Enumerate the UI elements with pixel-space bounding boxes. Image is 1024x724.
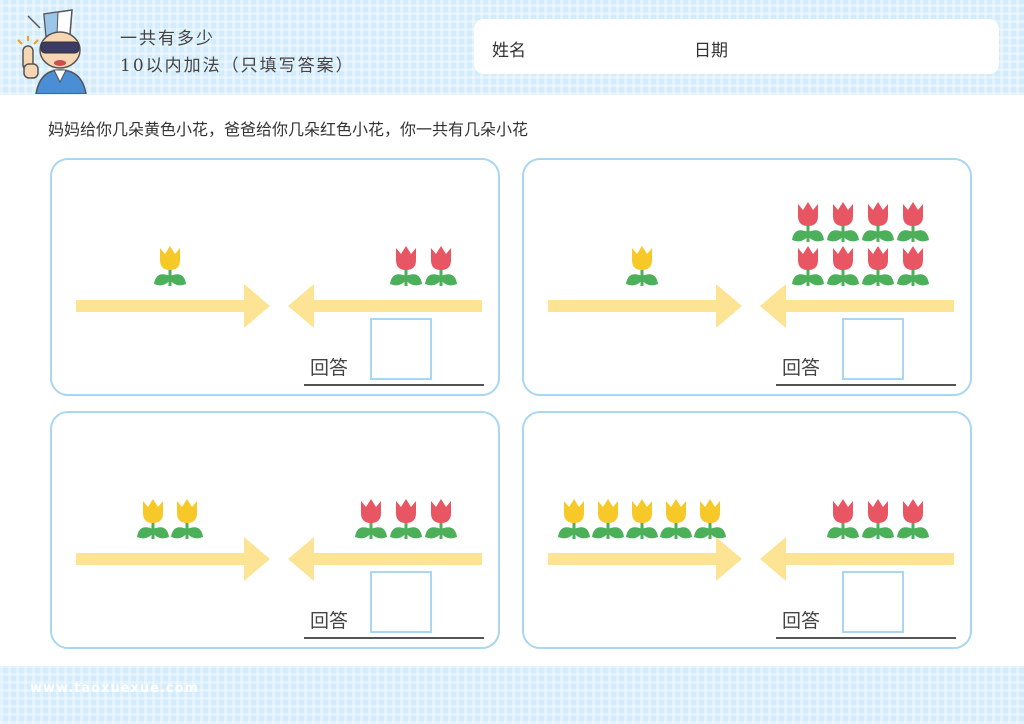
red-flower-icon — [827, 499, 859, 539]
red-flower-icon — [792, 202, 824, 242]
yellow-flower-icon — [154, 246, 186, 286]
problem-panel-2: 回答 — [522, 158, 972, 396]
name-field-label[interactable]: 姓名 — [492, 41, 526, 61]
answer-box-2[interactable] — [842, 318, 904, 380]
red-flower-icon — [862, 202, 894, 242]
answer-box-1[interactable] — [370, 318, 432, 380]
arrow-left-icon — [760, 537, 954, 581]
answer-label: 回答 — [310, 357, 349, 379]
yellow-flower-icon — [592, 499, 624, 539]
problem-2-illustration — [548, 202, 956, 386]
worksheet-subtitle: 10以内加法（只填写答案） — [120, 56, 355, 76]
red-flower-icon — [355, 499, 387, 539]
arrow-right-icon — [548, 537, 742, 581]
arrow-left-icon — [760, 284, 954, 328]
problem-panel-1: 回答 — [50, 158, 500, 396]
problem-panel-3: 回答 — [50, 411, 500, 649]
yellow-flower-icon — [558, 499, 590, 539]
red-flower-icon — [425, 246, 457, 286]
answer-label: 回答 — [782, 357, 821, 379]
arrow-right-icon — [548, 284, 742, 328]
red-flower-icon — [897, 202, 929, 242]
problem-panel-4: 回答 — [522, 411, 972, 649]
red-flower-icon — [827, 246, 859, 286]
yellow-flower-icon — [171, 499, 203, 539]
yellow-flower-icon — [626, 499, 658, 539]
red-flower-icon — [897, 499, 929, 539]
arrow-left-icon — [288, 537, 482, 581]
answer-box-4[interactable] — [842, 571, 904, 633]
yellow-flower-icon — [660, 499, 692, 539]
red-flower-icon — [897, 246, 929, 286]
red-flower-icon — [792, 246, 824, 286]
instruction-text: 妈妈给你几朵黄色小花，爸爸给你几朵红色小花，你一共有几朵小花 — [48, 120, 529, 139]
red-flower-icon — [390, 246, 422, 286]
answer-box-3[interactable] — [370, 571, 432, 633]
red-flower-icon — [425, 499, 457, 539]
mascot-icon — [17, 9, 87, 94]
red-flower-icon — [390, 499, 422, 539]
date-field-label[interactable]: 日期 — [694, 41, 728, 61]
yellow-flower-icon — [137, 499, 169, 539]
answer-label: 回答 — [782, 610, 821, 632]
problem-1-illustration — [76, 246, 484, 386]
yellow-flower-icon — [626, 246, 658, 286]
footer-band — [0, 666, 1024, 724]
answer-label: 回答 — [310, 610, 349, 632]
arrow-left-icon — [288, 284, 482, 328]
red-flower-icon — [862, 499, 894, 539]
red-flower-icon — [862, 246, 894, 286]
yellow-flower-icon — [694, 499, 726, 539]
worksheet-title: 一共有多少 — [120, 29, 215, 49]
problem-3-illustration — [76, 499, 484, 639]
arrow-right-icon — [76, 537, 270, 581]
problem-4-illustration — [548, 499, 956, 639]
arrow-right-icon — [76, 284, 270, 328]
red-flower-icon — [827, 202, 859, 242]
site-watermark: www.taoxuexue.com — [30, 681, 200, 696]
name-date-box: 姓名 日期 — [474, 19, 999, 74]
